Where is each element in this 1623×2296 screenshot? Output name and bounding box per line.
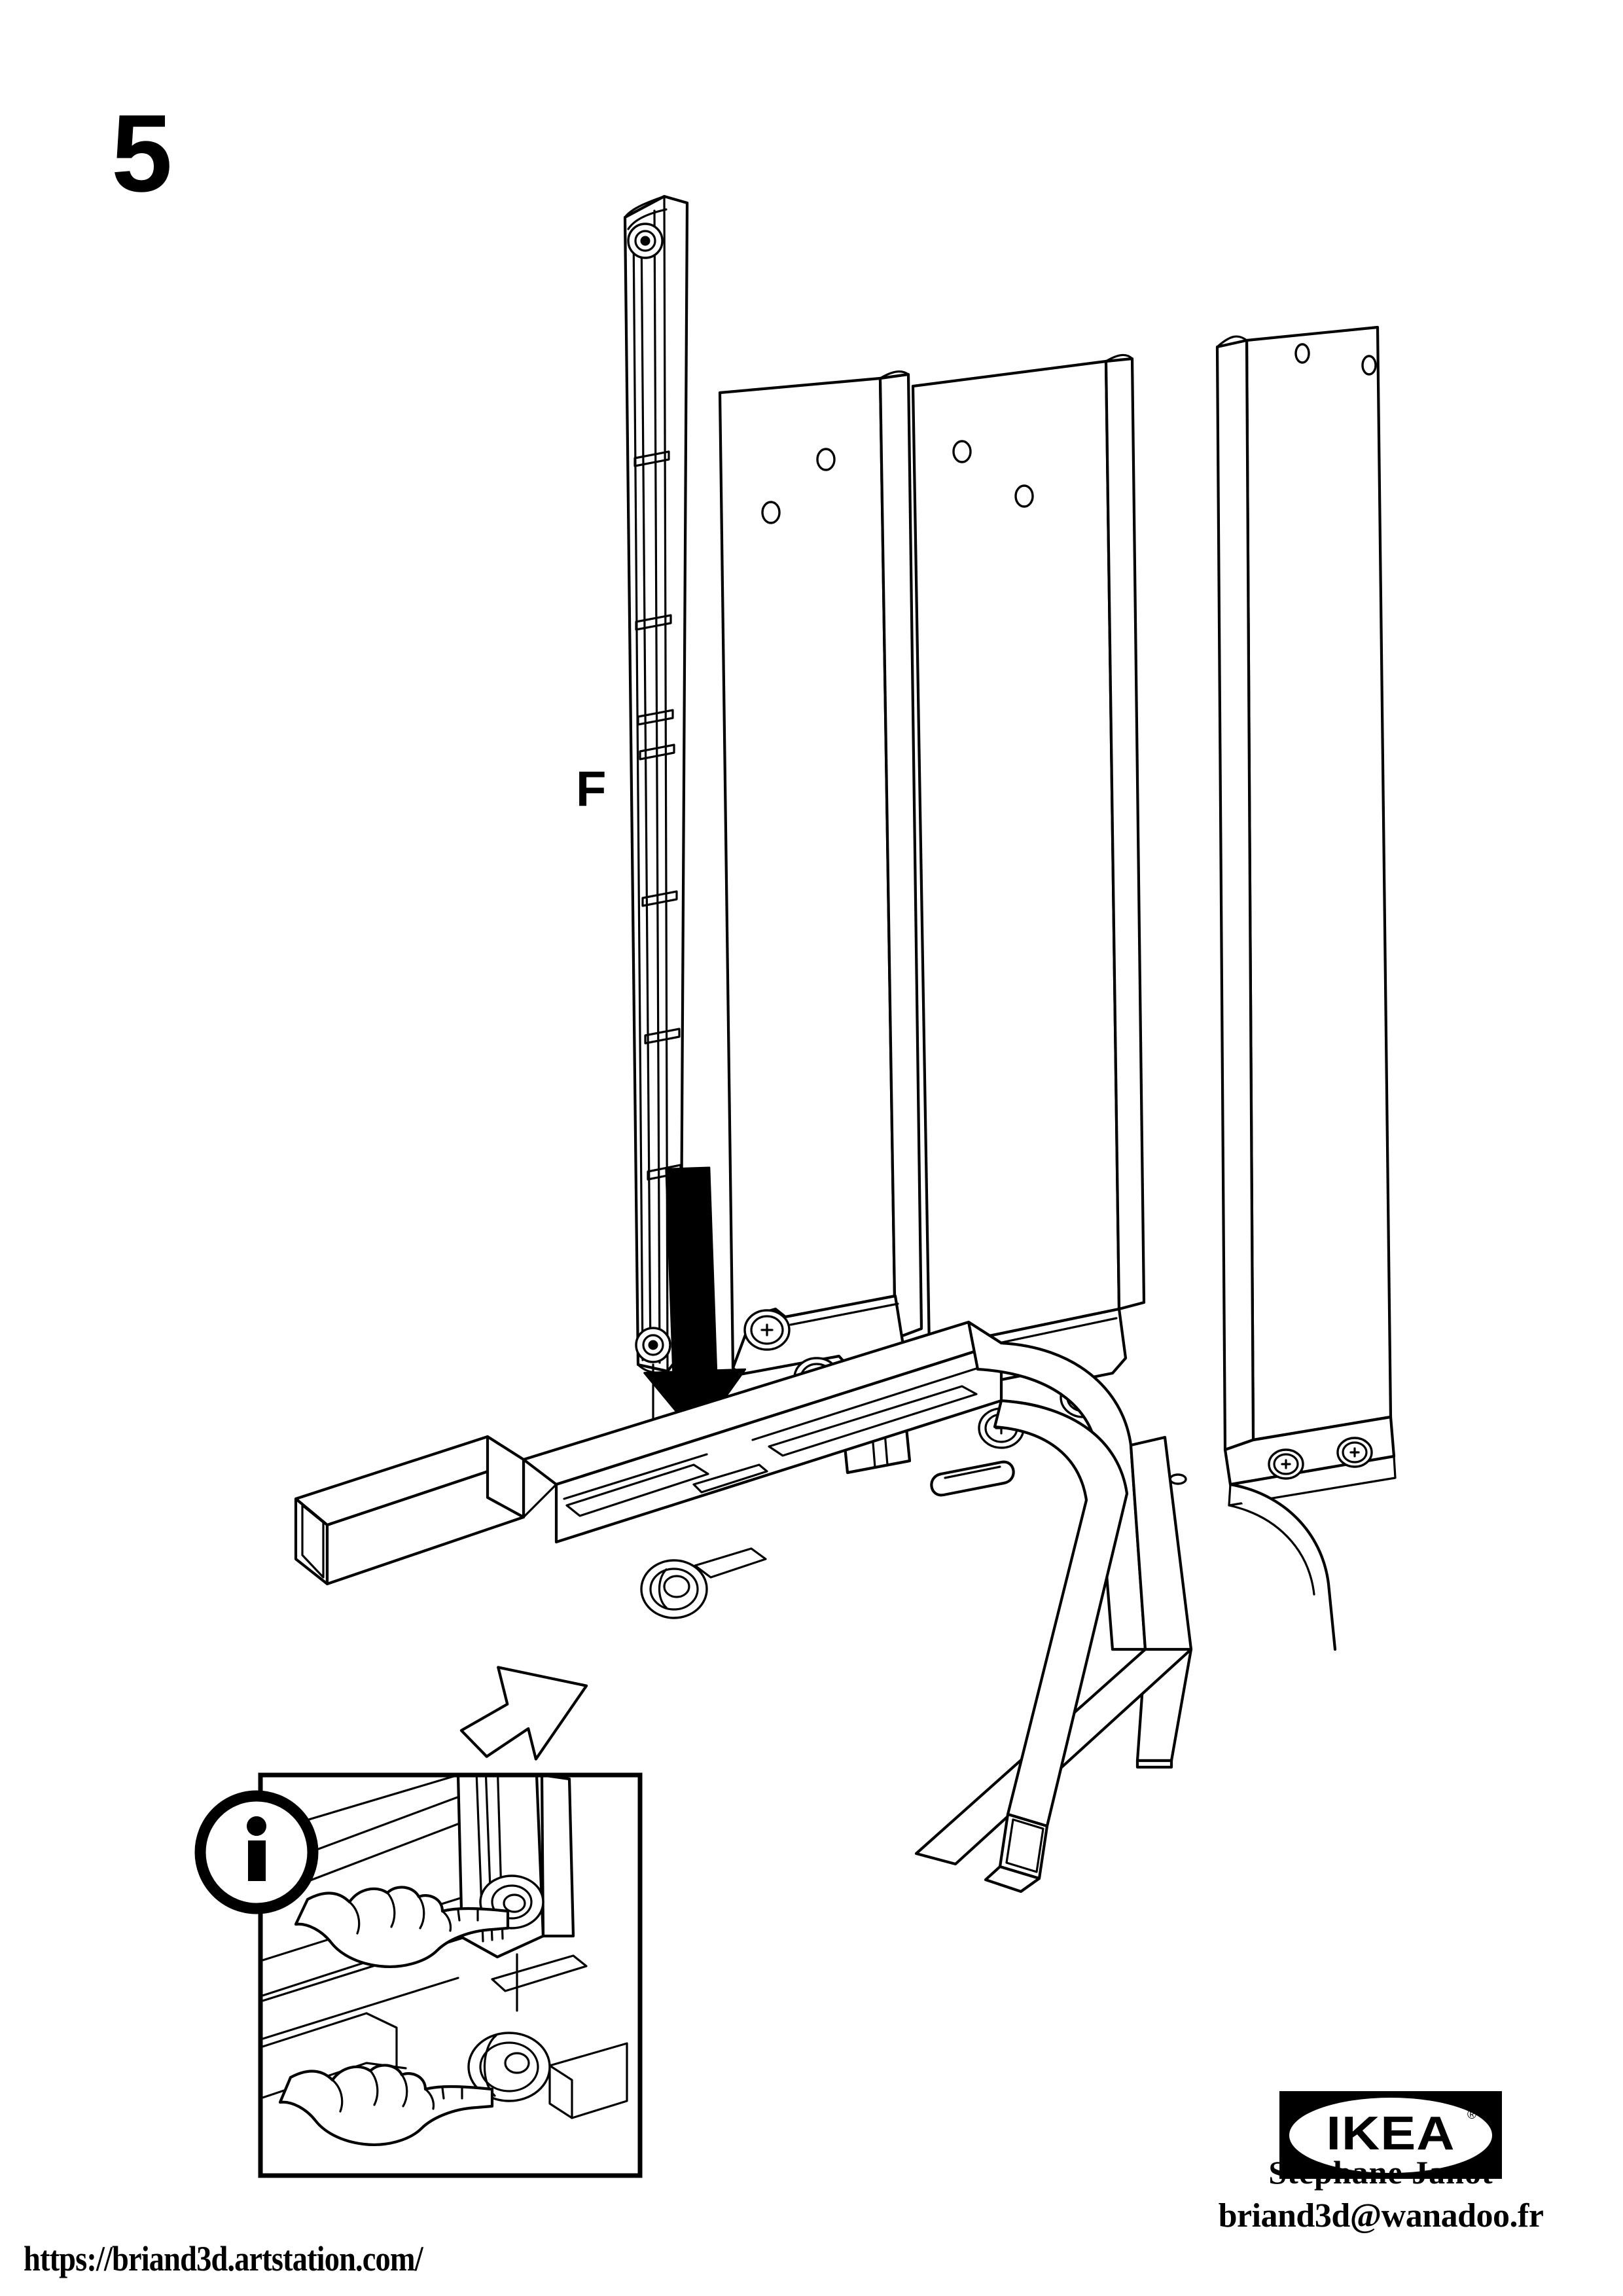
hand-upper [294, 1886, 510, 1968]
shelf-notches [633, 450, 682, 1181]
ikea-wordmark: IKEA [1326, 2108, 1455, 2160]
callout-arrow-icon [459, 1666, 588, 1761]
base-frame [294, 1320, 1193, 1893]
credit-block: Stéphane Janot briand3d@wanadoo.fr [1178, 2153, 1584, 2235]
artstation-url[interactable]: https://briand3d.artstation.com/ [24, 2239, 423, 2278]
part-f-post [623, 194, 689, 1428]
hand-lower [278, 2064, 494, 2146]
right-leg-foot [1228, 1482, 1337, 1651]
registered-trademark-icon: ® [1467, 2108, 1476, 2122]
author-email[interactable]: briand3d@wanadoo.fr [1218, 2197, 1544, 2234]
step-number: 5 [111, 92, 172, 215]
info-circle-icon [194, 1790, 319, 1914]
back-panel-left [718, 370, 923, 1475]
ikea-logo-oval: IKEA ® [1289, 2097, 1492, 2173]
ikea-logo: IKEA ® [1279, 2091, 1502, 2179]
part-label-f: F [576, 761, 607, 817]
detail-inset-panel [258, 1772, 643, 2178]
insertion-arrow-icon [643, 1166, 747, 1438]
back-panel-right [911, 353, 1146, 1497]
author-name: Stéphane Janot [1268, 2154, 1493, 2191]
right-side-panel [1169, 325, 1397, 1507]
